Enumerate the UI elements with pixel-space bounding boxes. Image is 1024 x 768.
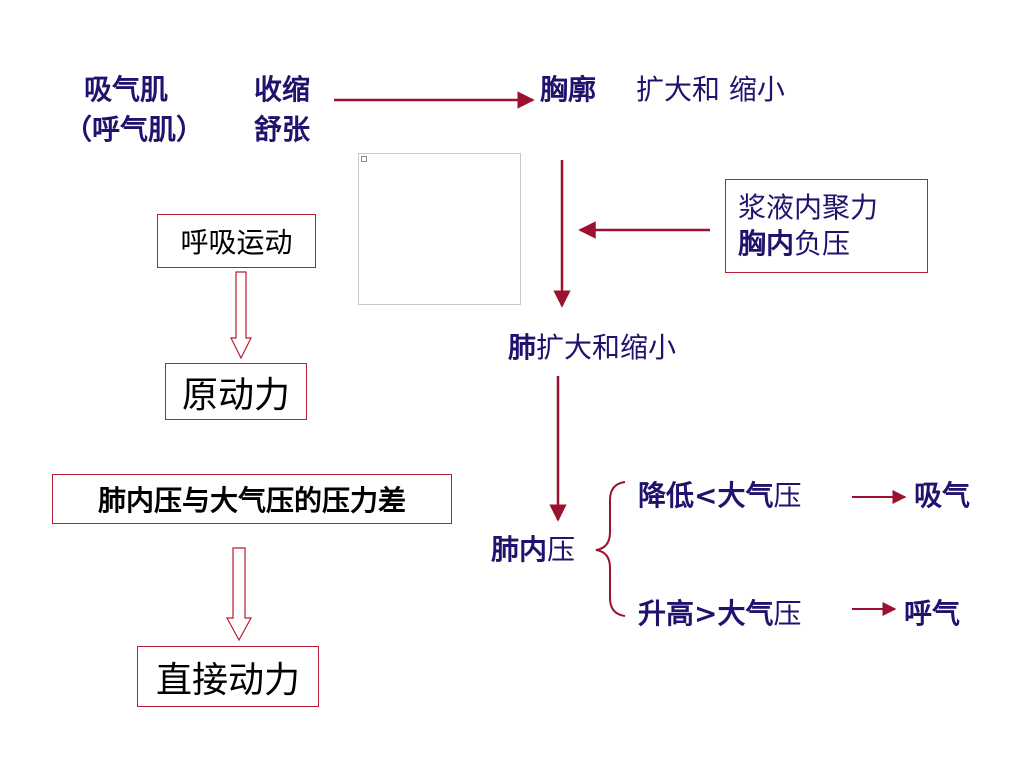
pressure-lower-rest: 压 [773,479,802,512]
pressure-higher-rest: 压 [773,597,802,630]
direct-force-text: 直接动力 [155,659,300,701]
lung-change-text: 扩大和缩小 [536,331,677,364]
intrapulmonary-bold: 肺内 [491,533,548,566]
pressure-higher-bold: 升高>大气 [638,597,774,630]
pressure-lower-bold: 降低<大气 [638,479,774,512]
primary-force-box: 原动力 [165,363,307,420]
movement-to-primary-arrow [230,271,252,360]
expiratory-muscle-label: （呼气肌） [64,113,205,146]
inhale-label: 吸气 [914,479,971,512]
broken-image-icon [361,156,367,162]
pressure-difference-text: 肺内压与大气压的压力差 [97,484,406,517]
pressure-higher-label: 升高>大气压 [638,600,801,628]
pressure-difference-box: 肺内压与大气压的压力差 [52,474,452,524]
respiratory-movement-text: 呼吸运动 [180,226,293,259]
contract-label: 收缩 [254,73,311,106]
respiratory-movement-box: 呼吸运动 [157,214,316,268]
direct-force-box: 直接动力 [137,646,319,707]
intrapulmonary-pressure-label: 肺内压 [491,536,575,564]
exhale-label: 呼气 [904,597,961,630]
thorax-change-label: 扩大和 缩小 [636,73,785,106]
negative-pressure-text: 负压 [794,227,851,260]
lung-bold: 肺 [508,331,537,364]
primary-force-text: 原动力 [181,374,290,416]
thorax-label: 胸廓 [540,73,597,106]
intrathoracic-negative-pressure: 胸内负压 [738,226,850,262]
inspiratory-muscle-label: 吸气肌 [84,73,169,106]
image-placeholder-frame [358,153,521,305]
pleura-box: 浆液内聚力 胸内负压 [725,179,928,273]
pressure-lower-label: 降低<大气压 [638,482,801,510]
lung-change-label: 肺扩大和缩小 [508,334,676,362]
intrathoracic-bold: 胸内 [738,227,795,260]
difference-to-direct-arrow [225,547,253,642]
relax-label: 舒张 [254,113,311,146]
intrapulmonary-rest: 压 [547,533,576,566]
serous-cohesion-label: 浆液内聚力 [738,190,879,224]
pressure-brace [595,481,626,617]
